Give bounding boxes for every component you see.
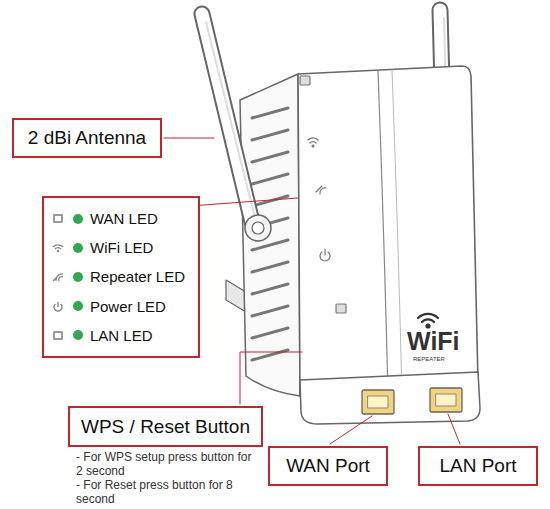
plug-prong [226,280,246,312]
led-name: Repeater LED [90,268,185,285]
device-logo: WiFi [407,327,460,356]
callout-box: WAN Port [268,446,388,486]
led-dot [72,242,84,254]
housing-front [298,66,478,396]
lan-port [430,388,462,412]
led-icon [52,241,66,254]
note-text: - For WPS setup press button for 2 secon… [76,451,252,479]
wifi-logo-arcs [418,314,438,328]
vent-slot [252,306,288,316]
led-name: WiFi LED [90,239,153,256]
led-dot [72,300,84,312]
note-text: - For Reset press button for 8 second [76,479,252,507]
vent-slot [252,152,288,162]
panel-seam [378,71,388,394]
wan-port-socket [368,396,388,408]
led-dot [72,329,84,341]
vent-slot [252,262,288,272]
antenna [202,14,252,222]
callout-text: WPS / Reset Button [81,416,250,438]
led-row: Power LED [52,298,166,315]
antenna [202,14,252,222]
callout-box: LAN Port [418,446,538,486]
led-icon [52,329,66,342]
panel-seam [392,70,402,394]
led-icon [52,270,66,283]
callout-text: WAN Port [286,455,370,477]
vent-slot [252,284,288,294]
led-icons [300,76,346,313]
housing-base [300,372,480,424]
led-row: LAN LED [52,327,153,344]
led-row: WiFi LED [52,239,153,256]
led-icon [52,212,66,225]
wan-port [362,390,394,414]
housing-side [240,74,300,396]
led-dot [72,213,84,225]
vent-slot [252,328,288,338]
callout-box: 2 dBi Antenna [12,118,162,158]
callout-text: LAN Port [439,455,516,477]
device-logo-subtext: REPEATER [413,356,445,363]
callout-box: WPS / Reset Button [68,406,263,447]
vent-slot [252,130,288,140]
antenna-hinge [252,222,264,234]
antenna-hinge [245,215,271,241]
leader-line [164,138,460,444]
led-name: WAN LED [90,210,158,227]
led-dot [72,271,84,283]
vent-slot [252,108,288,118]
callout-text: 2 dBi Antenna [28,127,146,149]
led-row: WAN LED [52,210,158,227]
led-name: LAN LED [90,327,153,344]
antenna-shade [206,22,255,218]
led-row: Repeater LED [52,268,185,285]
vent-slot [252,174,288,184]
led-icon [52,300,66,313]
lan-port-socket [436,394,456,406]
led-name: Power LED [90,298,166,315]
led-legend-box: WAN LED WiFi LED Repeater LED Power LED LAN … [42,196,200,358]
